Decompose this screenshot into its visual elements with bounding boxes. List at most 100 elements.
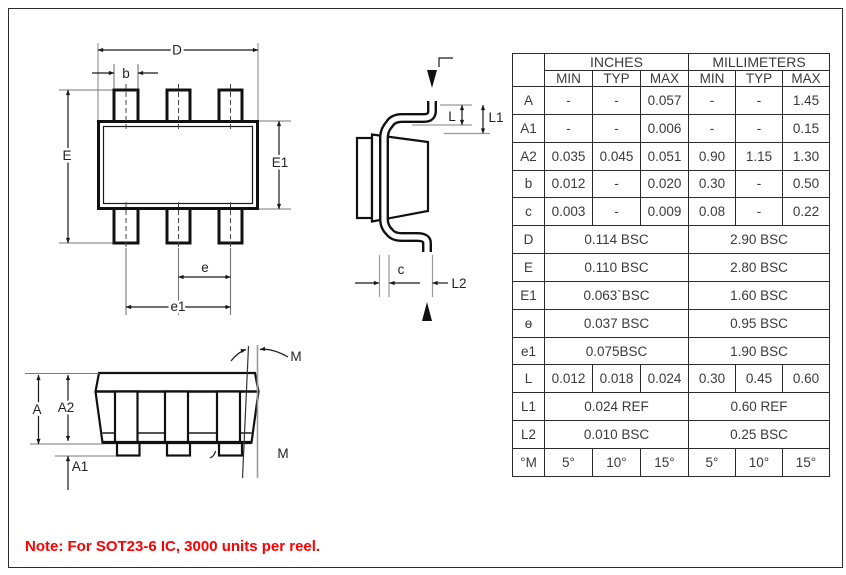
minmax-header: TYP xyxy=(592,70,641,87)
value-cell: - xyxy=(735,169,783,199)
angle-label-M-side: M xyxy=(277,446,288,461)
minmax-header: MAX xyxy=(782,70,830,87)
value-cell-spanned: 0.075BSC xyxy=(544,336,689,366)
value-cell: 15° xyxy=(640,447,689,478)
dim-label-e: e xyxy=(201,260,209,275)
dim-label-L: L xyxy=(448,109,456,124)
value-cell: 0.50 xyxy=(782,169,830,199)
value-cell: 0.045 xyxy=(592,141,641,171)
value-cell: 1.45 xyxy=(782,86,830,115)
value-cell: - xyxy=(735,113,783,143)
value-cell: 5° xyxy=(688,447,736,478)
value-cell: 0.018 xyxy=(592,364,641,394)
value-cell: 0.90 xyxy=(688,141,736,171)
value-cell-spanned: 0.95 BSC xyxy=(688,308,830,338)
dim-label-b: b xyxy=(122,66,130,81)
table-row: A1--0.006--0.15 xyxy=(512,113,830,143)
dimension-symbol-cell: A2 xyxy=(512,141,545,171)
dimension-symbol-cell: D xyxy=(512,225,545,255)
value-cell: 0.024 xyxy=(640,364,689,394)
dim-label-L2: L2 xyxy=(451,276,466,291)
value-cell: 1.15 xyxy=(735,141,783,171)
m-label-leader xyxy=(259,346,289,358)
lead-angle-line xyxy=(241,345,250,479)
d-extension-lines xyxy=(97,43,259,120)
minmax-header: MIN xyxy=(688,70,736,87)
dimension-symbol-cell: E1 xyxy=(512,280,545,310)
dim-label-A2: A2 xyxy=(58,400,75,415)
section-arrow-top xyxy=(427,70,437,88)
value-cell: 0.30 xyxy=(688,169,736,199)
top-view: D b E E1 e e1 xyxy=(59,40,291,317)
dim-label-e1: e1 xyxy=(170,299,185,314)
value-cell: 0.60 xyxy=(782,364,830,394)
foot-radius-tick xyxy=(209,450,217,459)
dimension-symbol-cell: A xyxy=(512,86,545,115)
units-header-inches: INCHES xyxy=(544,53,689,71)
value-cell: 0.15 xyxy=(782,113,830,143)
value-cell-spanned: 1.90 BSC xyxy=(688,336,830,366)
side-body-block xyxy=(355,136,374,220)
value-cell: 0.035 xyxy=(544,141,593,171)
dim-label-D: D xyxy=(172,43,182,58)
table-corner-cell xyxy=(512,53,545,87)
value-cell-spanned: 0.25 BSC xyxy=(688,420,830,449)
dimension-symbol-cell: b xyxy=(512,169,545,199)
value-cell: 0.30 xyxy=(688,364,736,394)
section-arrow-bottom xyxy=(422,302,432,321)
value-cell: 0.012 xyxy=(544,169,593,199)
table-row: A--0.057--1.45 xyxy=(512,86,830,115)
lead-profile-core xyxy=(381,101,435,252)
value-cell: 15° xyxy=(782,447,830,478)
dimension-symbol-cell: e1 xyxy=(512,336,545,366)
minmax-header: MAX xyxy=(640,70,689,87)
value-cell: - xyxy=(592,197,641,227)
value-cell-spanned: 0.010 BSC xyxy=(544,420,689,449)
dimension-symbol-cell: L xyxy=(512,364,545,394)
value-cell: - xyxy=(592,113,641,143)
value-cell-spanned: 0.110 BSC xyxy=(544,253,689,282)
m-angle-arc-left xyxy=(230,348,247,362)
value-cell: 0.057 xyxy=(640,86,689,115)
value-cell-spanned: 0.60 REF xyxy=(688,392,830,422)
front-view: A A2 A1 M M xyxy=(25,345,304,490)
page-border xyxy=(8,8,843,568)
value-cell: 0.08 xyxy=(688,197,736,227)
value-cell: - xyxy=(592,86,641,115)
value-cell-spanned: 0.063`BSC xyxy=(544,280,689,310)
angle-label-M-top: M xyxy=(290,349,301,364)
value-cell: 0.051 xyxy=(640,141,689,171)
dim-label-E1: E1 xyxy=(272,155,289,170)
dimension-symbol-cell: A1 xyxy=(512,113,545,143)
value-cell-spanned: 1.60 BSC xyxy=(688,280,830,310)
pitch-extension-lines xyxy=(125,248,232,315)
value-cell: 0.45 xyxy=(735,364,783,394)
a-reference-lines xyxy=(25,372,116,457)
value-cell: - xyxy=(592,169,641,199)
reel-note: Note: For SOT23-6 IC, 3000 units per ree… xyxy=(25,538,321,555)
c-l2-extension-lines xyxy=(378,255,434,297)
value-cell: - xyxy=(688,86,736,115)
value-cell-spanned: 2.80 BSC xyxy=(688,253,830,282)
value-cell: 0.012 xyxy=(544,364,593,394)
dim-label-c: c xyxy=(398,262,405,277)
value-cell: - xyxy=(544,86,593,115)
dimension-symbol-cell: ɵ xyxy=(512,308,545,338)
e1-dim-extension-lines xyxy=(259,120,291,210)
dimension-symbol-cell: c xyxy=(512,197,545,227)
dim-label-A1: A1 xyxy=(72,459,89,474)
value-cell: 1.30 xyxy=(782,141,830,171)
dimension-symbol-cell: °M xyxy=(512,447,545,478)
value-cell: 0.22 xyxy=(782,197,830,227)
units-header-millimeters: MILLIMETERS xyxy=(688,53,830,71)
value-cell: - xyxy=(688,113,736,143)
